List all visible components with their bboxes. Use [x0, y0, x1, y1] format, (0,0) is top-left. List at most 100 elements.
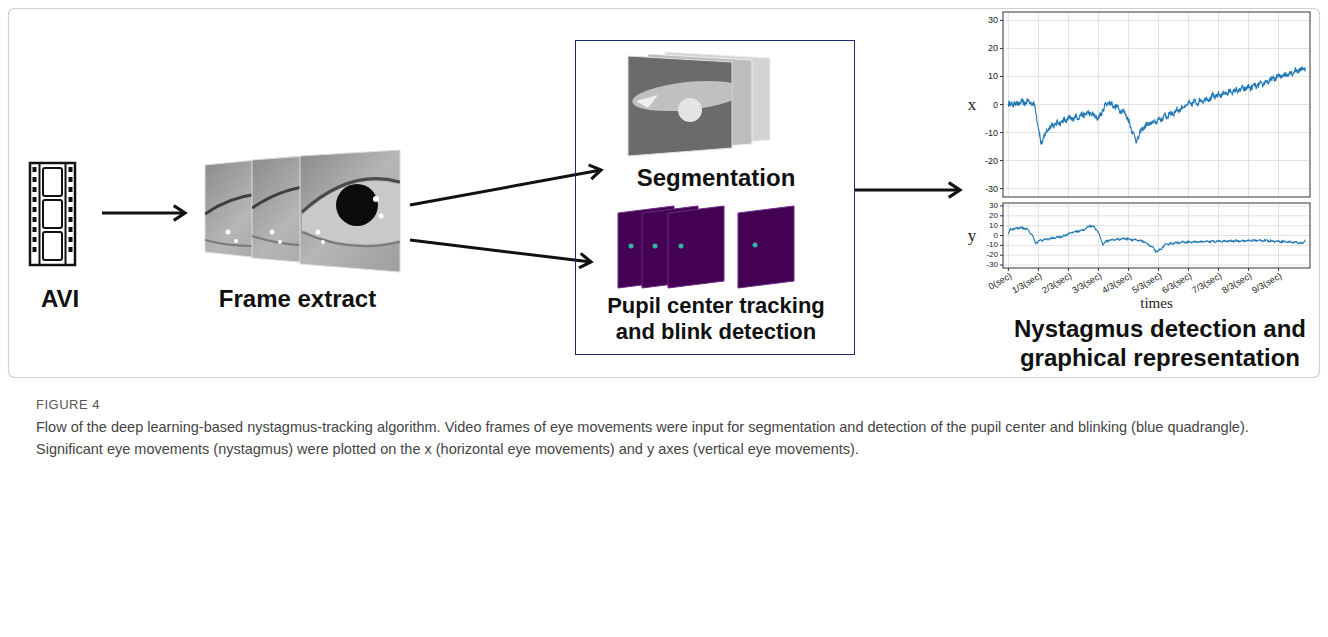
- node-label: AVI: [18, 285, 102, 314]
- axis-tick-label: 0(sec): [987, 271, 1014, 292]
- figure-caption: Flow of the deep learning-based nystagmu…: [36, 416, 1298, 460]
- chart-panel: [1248, 203, 1249, 268]
- node-label: Frame extract: [185, 285, 410, 314]
- figure-number: FIGURE 4: [36, 398, 100, 413]
- film-icon: [43, 200, 62, 228]
- film-icon: [30, 163, 75, 265]
- chart-panel: [1158, 12, 1159, 197]
- film-sprocket: [33, 217, 37, 222]
- pupil-tracking-frames: [668, 206, 724, 288]
- flow-arrow: [855, 189, 960, 192]
- axis-tick-label: 3/3(sec): [1071, 271, 1104, 296]
- axis-tick-label: -10: [986, 241, 998, 250]
- axis-name: y: [968, 226, 977, 246]
- chart-panel: [1128, 12, 1129, 197]
- axis-tick-label: 8/3(sec): [1221, 271, 1254, 296]
- pupil-tracking-frames: [679, 244, 684, 249]
- eye-frame-content: [336, 184, 378, 226]
- segmentation-mask: [678, 98, 702, 122]
- processing-box: SegmentationPupil center tracking and bl…: [575, 40, 855, 355]
- segmentation-mask: [636, 95, 658, 108]
- chart-panel: [1068, 12, 1069, 197]
- film-sprocket: [69, 247, 73, 252]
- axis-name: x: [968, 95, 977, 115]
- axis-tick-label: 30: [988, 15, 998, 25]
- axis-tick-label: 6/3(sec): [1161, 271, 1194, 296]
- eye-frame-content: [302, 179, 400, 247]
- film-sprocket: [69, 177, 73, 182]
- axis-tick-label: -30: [985, 183, 998, 193]
- axis-tick-label: 0: [994, 231, 998, 240]
- chart-panel: [1003, 203, 1310, 268]
- chart-panel: [1003, 132, 1310, 133]
- node-label: Segmentation: [601, 164, 831, 193]
- chart-panel: [1003, 205, 1310, 206]
- chart-panel: [1218, 12, 1219, 197]
- chart-panel: [1003, 188, 1310, 189]
- eye-frames: [300, 150, 400, 272]
- film-sprocket: [69, 237, 73, 242]
- node-text: Pupil center tracking and blink detectio…: [591, 293, 841, 346]
- axis-tick-label: 1/3(sec): [1011, 271, 1044, 296]
- node-text: Segmentation: [601, 164, 831, 193]
- eye-frame-content: [226, 230, 231, 235]
- chart-panel: [1003, 12, 1310, 197]
- flow-arrow: [410, 170, 601, 205]
- axis-tick-label: -30: [986, 260, 998, 269]
- pupil-tracking-node: Pupil center tracking and blink detectio…: [591, 201, 841, 350]
- chart-panel: [1000, 203, 1310, 271]
- chart-panel: [1008, 203, 1009, 268]
- eye-frame-content: [278, 240, 282, 244]
- chart-panel: [1003, 225, 1310, 226]
- chart-panel: [1003, 235, 1310, 236]
- chart-panel: [1278, 203, 1279, 268]
- node-text: Nystagmus detection and graphical repres…: [1000, 315, 1320, 373]
- chart-panel: [1248, 12, 1249, 197]
- axis-tick-label: 30: [989, 201, 998, 210]
- node-text: AVI: [18, 285, 102, 314]
- film-sprocket: [69, 207, 73, 212]
- film-sprocket: [69, 167, 73, 172]
- chart-panel: [1003, 215, 1310, 216]
- chart-panel: [1000, 12, 1310, 197]
- pupil-tracking-frames: [618, 206, 794, 288]
- film-sprocket: [33, 167, 37, 172]
- film-sprocket: [69, 227, 73, 232]
- frame-extract-node: Frame extract: [185, 150, 410, 325]
- eye-frame-content: [302, 181, 400, 244]
- pupil-tracking-frames: [738, 206, 794, 288]
- chart-panel: [1003, 12, 1310, 197]
- chart-panel: [1128, 203, 1129, 268]
- nystagmus-output-node: Nystagmus detection and graphical repres…: [960, 10, 1320, 377]
- axis-title: times: [1140, 295, 1173, 312]
- axis-tick-label: 10: [988, 71, 998, 81]
- pupil-tracking-frames: [653, 244, 658, 249]
- segmentation-layers: [628, 52, 770, 156]
- axis-tick-label: 7/3(sec): [1191, 271, 1224, 296]
- film-sprocket: [33, 227, 37, 232]
- axis-tick-label: 9/3(sec): [1251, 271, 1284, 296]
- chart-panel: [1003, 48, 1310, 49]
- chart-panel: [1003, 265, 1310, 266]
- segmentation-mask: [631, 76, 745, 122]
- axis-tick-label: 5/3(sec): [1131, 271, 1164, 296]
- video-input-node: AVI: [18, 160, 102, 325]
- film-icon: [43, 168, 62, 196]
- axis-tick-label: 20: [988, 43, 998, 53]
- film-sprocket: [33, 167, 73, 252]
- pupil-tracking-frames: [753, 243, 758, 248]
- eye-frame-content: [379, 214, 384, 219]
- chart-panel: [1003, 76, 1310, 77]
- chart-panel: [1188, 203, 1189, 268]
- chart-panel: [1038, 203, 1039, 268]
- node-label: Nystagmus detection and graphical repres…: [1000, 315, 1320, 373]
- axis-tick-label: 10: [989, 221, 998, 230]
- chart-panel: [1278, 12, 1279, 197]
- chart-panel: [1158, 203, 1159, 268]
- horizontal-trace: [1008, 67, 1305, 145]
- chart-panel: [1038, 12, 1039, 197]
- film-sprocket: [33, 247, 37, 252]
- film-icon: [43, 232, 62, 260]
- film-icon: [30, 163, 75, 265]
